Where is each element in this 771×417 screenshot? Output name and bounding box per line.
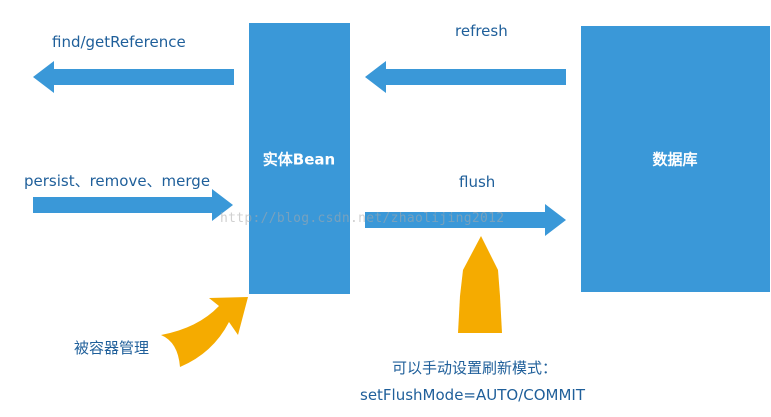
persist-label: persist、remove、merge (24, 172, 211, 190)
entity-bean-box (249, 23, 350, 294)
flush-mode-label-line1: 可以手动设置刷新模式： (392, 359, 558, 377)
refresh-arrow (365, 61, 566, 93)
watermark-text: http://blog.csdn.net/zhaolijing2012 (220, 211, 505, 226)
entity-bean-label: 实体Bean (262, 150, 336, 169)
container-managed-label: 被容器管理 (74, 339, 150, 357)
refresh-label: refresh (455, 22, 508, 40)
database-box (581, 26, 770, 292)
database-label: 数据库 (652, 150, 698, 169)
persist-arrow (33, 189, 233, 221)
find-label: find/getReference (52, 33, 186, 51)
flush-label: flush (459, 173, 496, 191)
flush-mode-arrow (458, 236, 502, 333)
flush-mode-label-line2: setFlushMode=AUTO/COMMIT (360, 386, 585, 404)
container-managed-arrow (161, 297, 248, 367)
flush-arrow (365, 204, 566, 236)
find-arrow (33, 61, 234, 93)
